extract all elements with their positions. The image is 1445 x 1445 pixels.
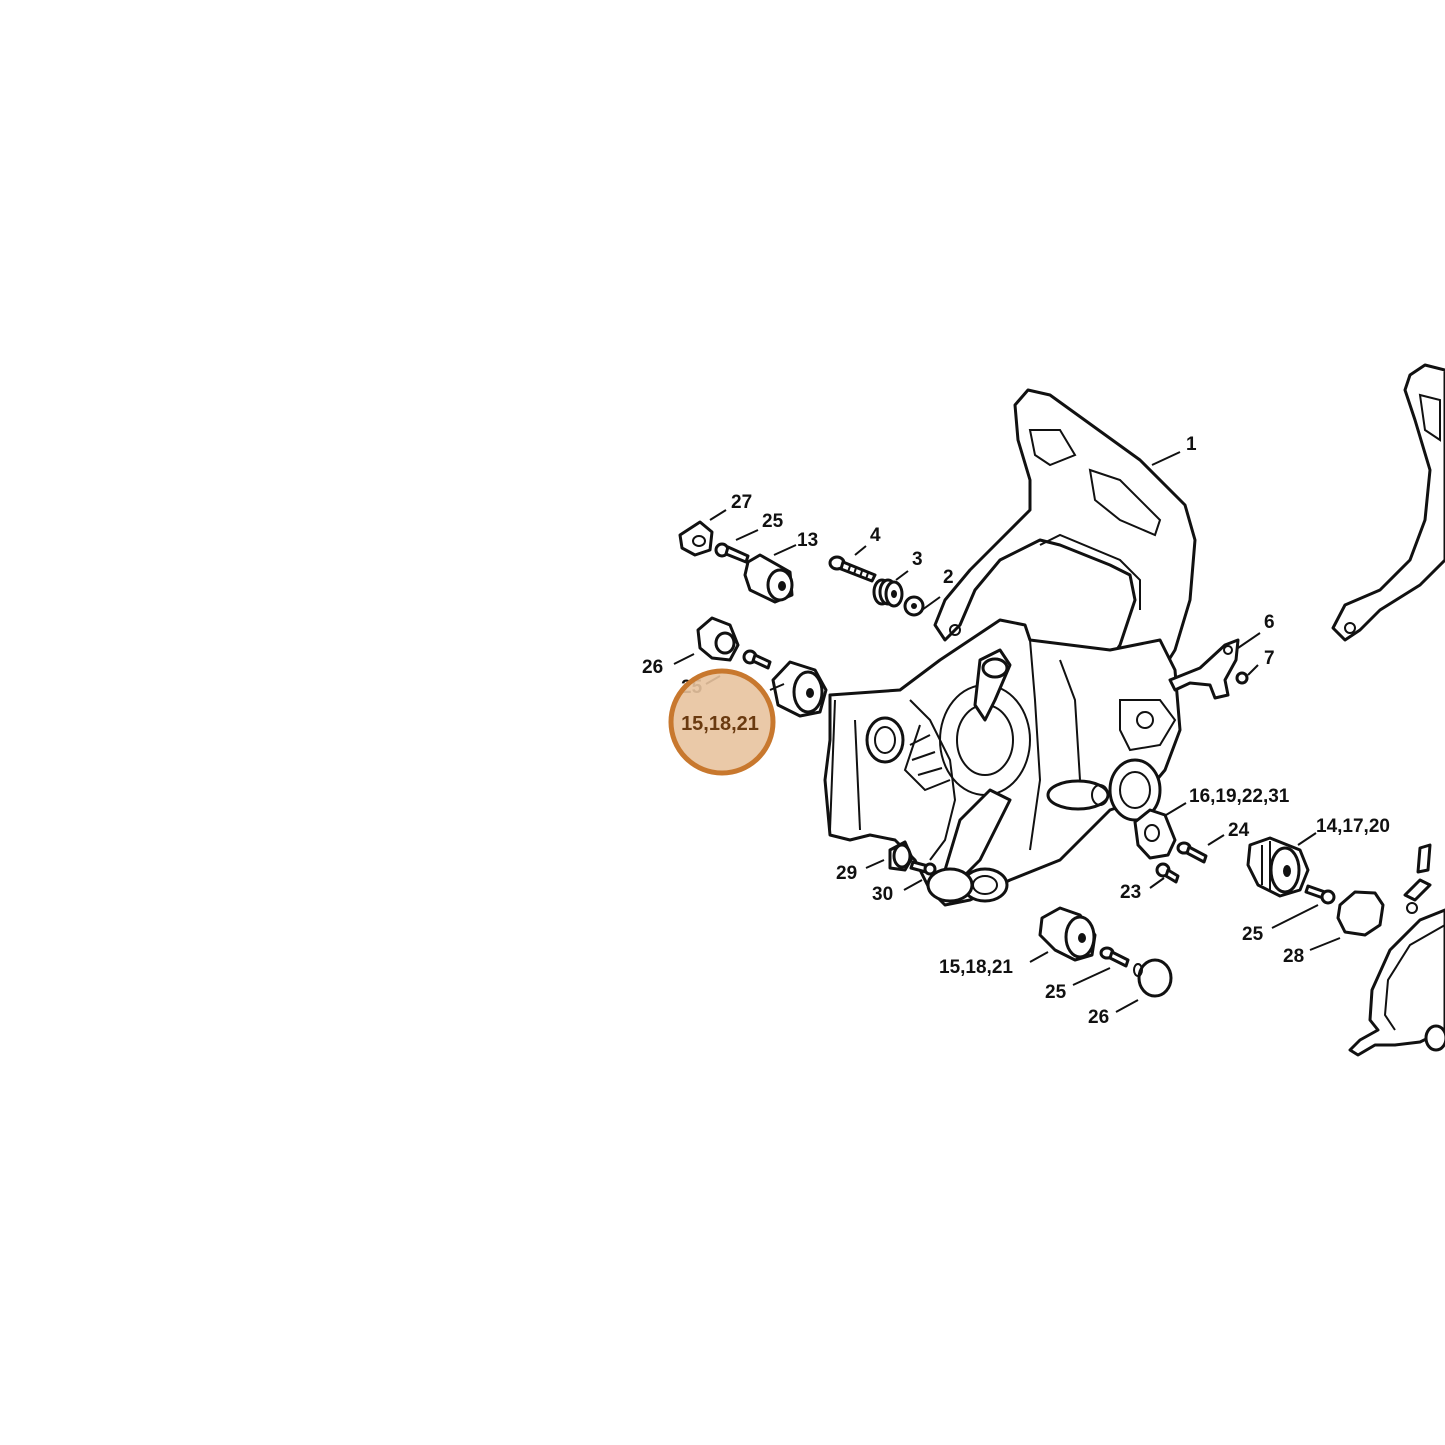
- crankcase: [823, 618, 1182, 907]
- part-25-screw-left: [742, 649, 772, 670]
- part-25-screw-top: [714, 542, 750, 564]
- part-4-screw: [828, 555, 877, 583]
- part-23-nut: [1155, 862, 1180, 884]
- callout-27: 27: [731, 492, 752, 513]
- callout-1: 1: [1186, 434, 1197, 455]
- part-25-screw-right: [1304, 884, 1336, 905]
- callout-25-right: 25: [1242, 924, 1264, 945]
- callout-25-bottom: 25: [1045, 982, 1067, 1003]
- callout-26-left: 26: [642, 657, 663, 678]
- callout-13: 13: [797, 530, 818, 551]
- callout-30: 30: [872, 884, 893, 905]
- callout-6: 6: [1264, 612, 1275, 633]
- callout-29: 29: [836, 863, 857, 884]
- callout-7: 7: [1264, 648, 1275, 669]
- part-29-sleeve: [888, 840, 914, 872]
- part-3-spring: [872, 578, 904, 608]
- highlight-marker[interactable]: 15,18,21: [668, 668, 776, 776]
- callout-24: 24: [1228, 820, 1250, 841]
- part-26-cap-bottom: [1133, 958, 1173, 998]
- leader-lines: [673, 451, 1341, 1013]
- callout-16-19-22-31: 16,19,22,31: [1189, 786, 1290, 807]
- part-7-nut: [1235, 671, 1249, 685]
- part-24-screw: [1176, 841, 1208, 864]
- callout-28: 28: [1283, 946, 1304, 967]
- callout-23: 23: [1120, 882, 1141, 903]
- handle-guard: [933, 388, 1197, 722]
- callout-3: 3: [912, 549, 923, 570]
- callout-15-18-21-bottom: 15,18,21: [939, 957, 1013, 978]
- part-27-cap: [678, 520, 714, 557]
- part-6-bracket: [1168, 638, 1240, 700]
- callout-2: 2: [943, 567, 954, 588]
- callout-4: 4: [870, 525, 881, 546]
- part-28-cap: [1336, 890, 1385, 937]
- callout-26-bottom: 26: [1088, 1007, 1109, 1028]
- callout-25-top: 25: [762, 511, 784, 532]
- part-16-19-22-31-bracket: [1133, 808, 1177, 860]
- part-13-buffer: [743, 553, 794, 604]
- rear-handle-guard: [1331, 363, 1445, 642]
- part-15-18-21-buffer-bottom: [1038, 906, 1097, 962]
- part-25-screw-bottom: [1099, 946, 1130, 968]
- callout-14-17-20: 14,17,20: [1316, 816, 1390, 837]
- part-14-17-20-buffer: [1246, 836, 1310, 898]
- part-15-18-21-buffer-left: [771, 660, 828, 718]
- part-26-cap-left: [696, 616, 740, 662]
- sprocket-cover: [1348, 843, 1445, 1057]
- part-2-washer: [903, 595, 925, 617]
- highlight-label[interactable]: 15,18,21: [681, 713, 759, 735]
- highlight-circle[interactable]: [668, 668, 776, 776]
- part-30-screw: [909, 860, 937, 876]
